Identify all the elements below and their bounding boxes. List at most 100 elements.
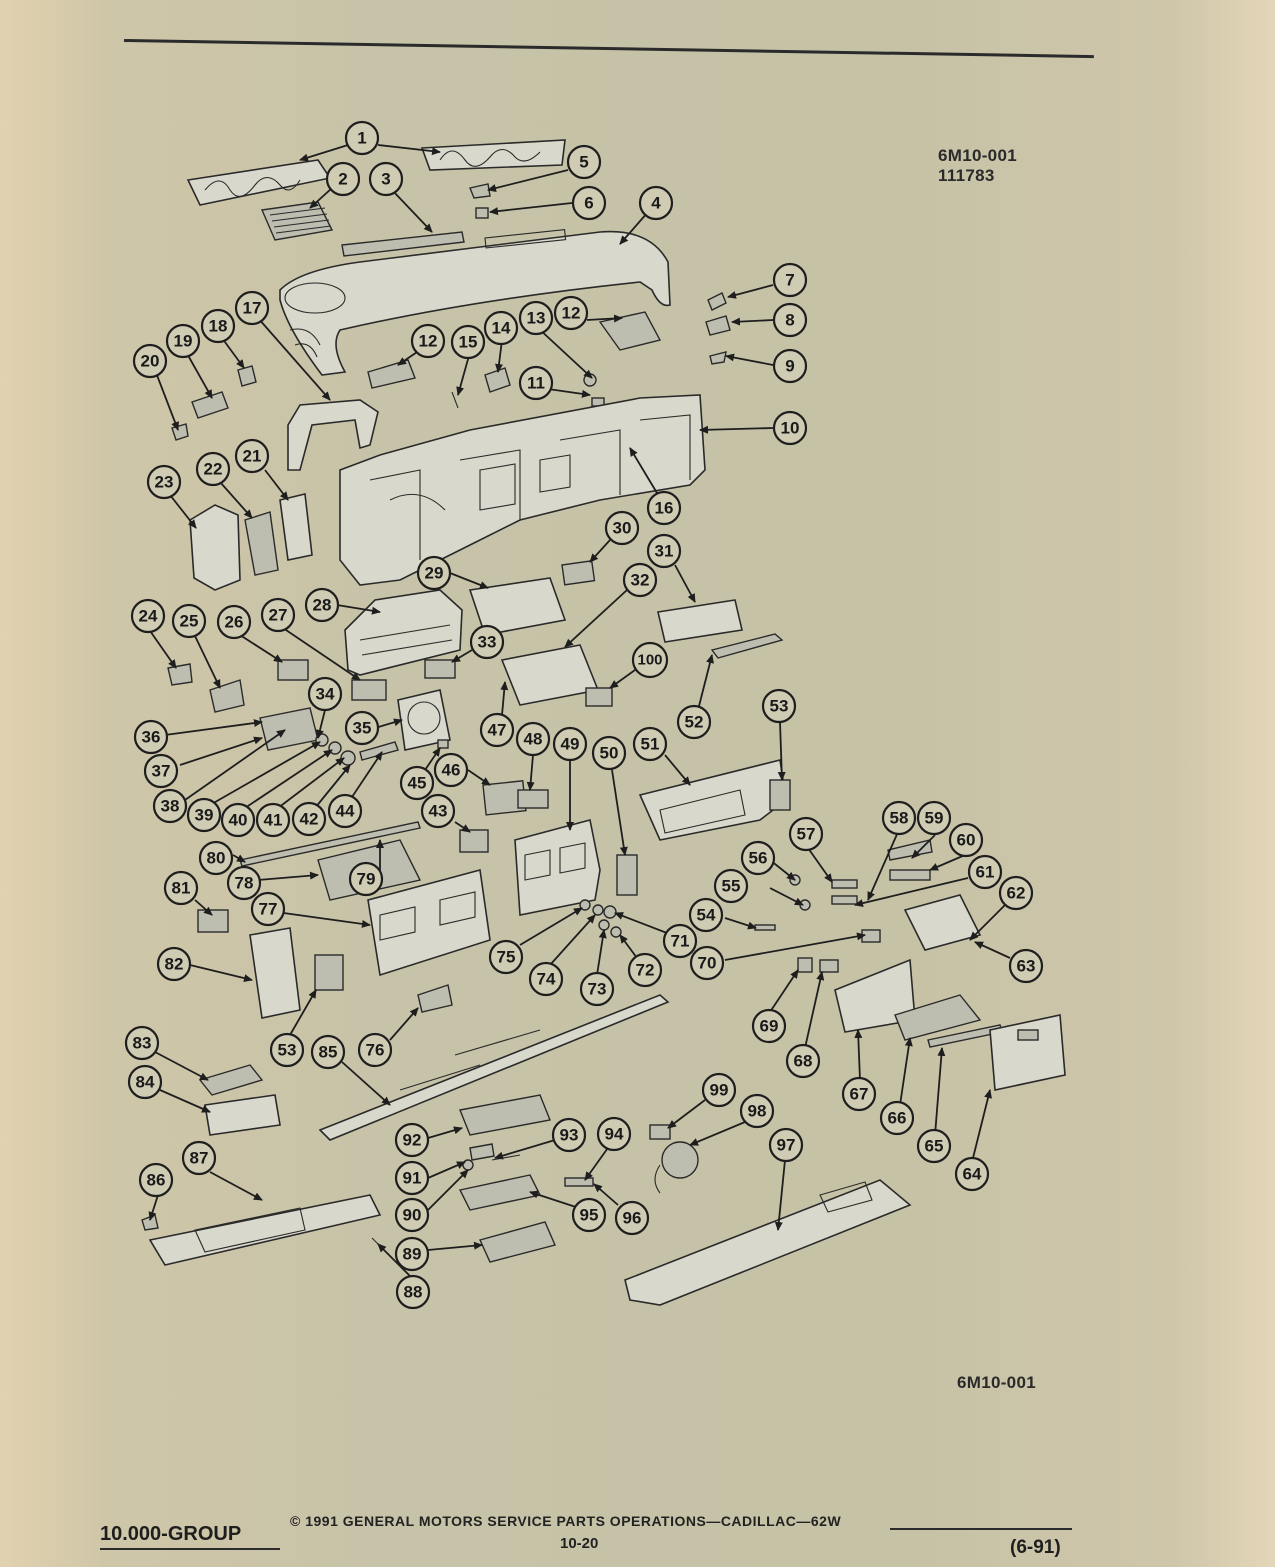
callout-48: 48 <box>515 721 551 757</box>
svg-text:39: 39 <box>195 806 214 825</box>
callout-93: 93 <box>551 1117 587 1153</box>
footer-date: (6-91) <box>1010 1537 1061 1558</box>
callout-36: 36 <box>133 719 169 755</box>
svg-text:17: 17 <box>243 299 262 318</box>
svg-text:54: 54 <box>697 906 716 925</box>
svg-text:63: 63 <box>1017 957 1036 976</box>
svg-text:23: 23 <box>155 473 174 492</box>
part-cover-left <box>367 359 416 389</box>
callout-46: 46 <box>433 752 469 788</box>
leader-lines <box>147 144 1011 1279</box>
svg-text:90: 90 <box>403 1206 422 1225</box>
callout-34: 34 <box>307 676 343 712</box>
callout-27: 27 <box>260 597 296 633</box>
callout-77: 77 <box>250 891 286 927</box>
svg-text:83: 83 <box>133 1034 152 1053</box>
callout-40: 40 <box>220 802 256 838</box>
callout-76: 76 <box>357 1032 393 1068</box>
svg-text:31: 31 <box>655 542 674 561</box>
svg-text:47: 47 <box>488 721 507 740</box>
callout-54: 54 <box>688 897 724 933</box>
svg-text:100: 100 <box>637 652 662 669</box>
callout-83: 83 <box>124 1025 160 1061</box>
svg-text:10: 10 <box>781 419 800 438</box>
part-ashtray <box>903 894 982 951</box>
callout-14: 14 <box>483 310 519 346</box>
callout-5: 5 <box>566 144 602 180</box>
callout-72: 72 <box>627 952 663 988</box>
part-floor-console <box>624 1179 912 1306</box>
svg-text:50: 50 <box>600 744 619 763</box>
callout-10: 10 <box>772 410 808 446</box>
callout-58: 58 <box>881 800 917 836</box>
callout-37: 37 <box>143 753 179 789</box>
part-trim-ring <box>397 689 451 751</box>
svg-text:61: 61 <box>976 863 995 882</box>
callout-89: 89 <box>394 1236 430 1272</box>
part-tape-player <box>500 644 600 706</box>
part-side-cover <box>189 504 241 591</box>
callout-9: 9 <box>772 348 808 384</box>
illustration-code: 6M10-001 <box>938 146 1017 165</box>
callout-73: 73 <box>579 971 615 1007</box>
callout-100: 100 <box>631 641 669 679</box>
svg-text:34: 34 <box>316 685 335 704</box>
svg-text:80: 80 <box>207 849 226 868</box>
svg-text:59: 59 <box>925 809 944 828</box>
callout-20: 20 <box>132 343 168 379</box>
callout-29: 29 <box>416 555 452 591</box>
svg-text:32: 32 <box>631 571 650 590</box>
part-defroster-grille-right <box>420 139 566 171</box>
illustration-code-bottom: 6M10-001 <box>957 1373 1036 1392</box>
callout-31: 31 <box>646 533 682 569</box>
callout-91: 91 <box>394 1160 430 1196</box>
svg-text:49: 49 <box>561 735 580 754</box>
callout-81: 81 <box>163 870 199 906</box>
part-instrument-panel-carrier <box>339 394 706 586</box>
footer-copyright: © 1991 GENERAL MOTORS SERVICE PARTS OPER… <box>290 1513 842 1529</box>
callout-86: 86 <box>138 1162 174 1198</box>
callout-42: 42 <box>291 801 327 837</box>
callout-53a: 53 <box>761 688 797 724</box>
callout-24: 24 <box>130 598 166 634</box>
svg-text:82: 82 <box>165 955 184 974</box>
svg-text:60: 60 <box>957 831 976 850</box>
svg-text:29: 29 <box>425 564 444 583</box>
part-air-duct <box>287 399 379 471</box>
svg-text:27: 27 <box>269 606 288 625</box>
svg-text:40: 40 <box>229 811 248 830</box>
footer-rule-left <box>100 1548 280 1550</box>
svg-text:93: 93 <box>560 1126 579 1145</box>
svg-text:38: 38 <box>161 797 180 816</box>
callout-47: 47 <box>479 712 515 748</box>
callout-69: 69 <box>751 1008 787 1044</box>
part-radio <box>468 577 567 636</box>
callout-18: 18 <box>200 308 236 344</box>
callout-61: 61 <box>967 854 1003 890</box>
callout-53b: 53 <box>269 1032 305 1068</box>
svg-text:64: 64 <box>963 1165 982 1184</box>
callout-96: 96 <box>614 1200 650 1236</box>
svg-text:12: 12 <box>562 304 581 323</box>
callout-35: 35 <box>344 710 380 746</box>
callout-7: 7 <box>772 262 808 298</box>
svg-text:76: 76 <box>366 1041 385 1060</box>
svg-text:85: 85 <box>319 1043 338 1062</box>
svg-text:8: 8 <box>785 311 794 330</box>
callout-60: 60 <box>948 822 984 858</box>
callout-43: 43 <box>420 793 456 829</box>
svg-text:28: 28 <box>313 596 332 615</box>
part-switch-panel <box>249 927 301 1019</box>
svg-text:77: 77 <box>259 900 278 919</box>
part-instrument-panel-pad <box>279 230 671 376</box>
svg-text:81: 81 <box>172 879 191 898</box>
callout-44: 44 <box>327 793 363 829</box>
illustration-number: 111783 <box>938 166 995 185</box>
callout-12a: 12 <box>410 323 446 359</box>
svg-text:44: 44 <box>336 802 355 821</box>
callout-74: 74 <box>528 961 564 997</box>
svg-text:95: 95 <box>580 1206 599 1225</box>
part-control-module <box>657 599 743 643</box>
svg-text:91: 91 <box>403 1169 422 1188</box>
svg-text:97: 97 <box>777 1136 796 1155</box>
